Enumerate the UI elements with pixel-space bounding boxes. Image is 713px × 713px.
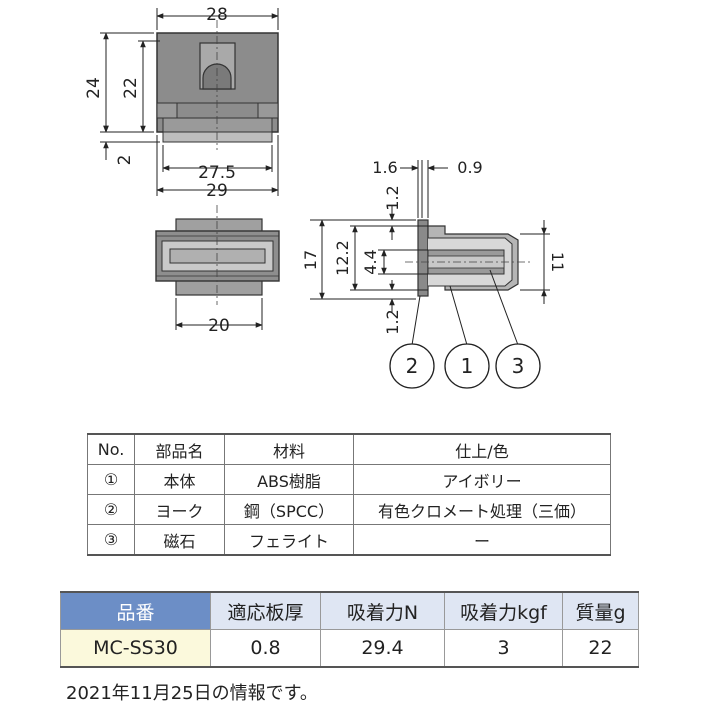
cell: アイボリー: [353, 464, 611, 495]
front-view: [155, 205, 280, 305]
cell-plate-thickness: 0.8: [210, 629, 321, 668]
cell: 磁石: [134, 524, 225, 556]
cell: ABS樹脂: [224, 464, 354, 495]
header-finish: 仕上/色: [353, 433, 611, 465]
dim-29: 29: [206, 181, 228, 201]
cell: ヨーク: [134, 494, 225, 525]
cell: 鋼（SPCC）: [224, 494, 354, 525]
header-force-n: 吸着力N: [320, 591, 445, 630]
callout-3: 3: [495, 343, 541, 389]
dim-4-4: 4.4: [361, 249, 380, 274]
spec-table: 品番 適応板厚 吸着力N 吸着力kgf 質量g MC-SS30 0.8 29.4…: [60, 591, 639, 668]
header-no: No.: [87, 433, 135, 465]
dim-12-2: 12.2: [333, 240, 352, 276]
table-row: ③ 磁石 フェライト ー: [87, 524, 611, 556]
top-view: [156, 20, 279, 150]
dim-2: 2: [115, 155, 135, 166]
svg-text:1: 1: [461, 354, 474, 378]
dim-1-2-bottom: 1.2: [383, 309, 402, 334]
dim-0-9: 0.9: [457, 158, 482, 177]
dim-24: 24: [84, 77, 104, 99]
dim-1-2-top: 1.2: [383, 185, 402, 210]
cell-mass: 22: [562, 629, 639, 668]
svg-text:3: 3: [512, 354, 525, 378]
dim-17: 17: [301, 250, 320, 270]
dim-28: 28: [206, 5, 228, 25]
cell-part-number: MC-SS30: [60, 629, 211, 668]
side-view-dimensions: [310, 160, 550, 346]
header-part-name: 部品名: [134, 433, 225, 465]
header-force-kgf: 吸着力kgf: [444, 591, 563, 630]
header-part-number: 品番: [60, 591, 211, 630]
parts-table: No. 部品名 材料 仕上/色 ① 本体 ABS樹脂 アイボリー ② ヨーク 鋼…: [87, 433, 611, 556]
dim-20: 20: [208, 316, 230, 336]
cell: ー: [353, 524, 611, 556]
header-mass: 質量g: [562, 591, 639, 630]
cell: ①: [87, 464, 135, 495]
table-row: ② ヨーク 鋼（SPCC） 有色クロメート処理（三価）: [87, 494, 611, 525]
cell: 本体: [134, 464, 225, 495]
cell-force-n: 29.4: [320, 629, 445, 668]
callout-1: 1: [444, 343, 490, 389]
cell: ③: [87, 524, 135, 556]
front-view-dimensions: [175, 298, 263, 330]
header-plate-thickness: 適応板厚: [210, 591, 321, 630]
info-date-note: 2021年11月25日の情報です。: [66, 683, 318, 704]
header-material: 材料: [224, 433, 354, 465]
dim-1-6: 1.6: [372, 158, 397, 177]
dim-22: 22: [121, 77, 141, 99]
table-row: ① 本体 ABS樹脂 アイボリー: [87, 464, 611, 495]
callout-2: 2: [389, 343, 435, 389]
cell: 有色クロメート処理（三価）: [353, 494, 611, 525]
cell-force-kgf: 3: [444, 629, 563, 668]
dim-27-5: 27.5: [198, 163, 236, 183]
spec-table-header: 品番 適応板厚 吸着力N 吸着力kgf 質量g: [60, 591, 639, 630]
side-view: [405, 219, 530, 297]
cell: ②: [87, 494, 135, 525]
technical-drawing: 28 24 22 2 27.5 29 20: [84, 5, 567, 389]
top-view-dimensions: [100, 8, 279, 196]
parts-table-header: No. 部品名 材料 仕上/色: [87, 433, 611, 465]
cell: フェライト: [224, 524, 354, 556]
svg-text:2: 2: [406, 354, 419, 378]
dim-11: 11: [548, 252, 567, 272]
table-row: MC-SS30 0.8 29.4 3 22: [60, 629, 639, 668]
